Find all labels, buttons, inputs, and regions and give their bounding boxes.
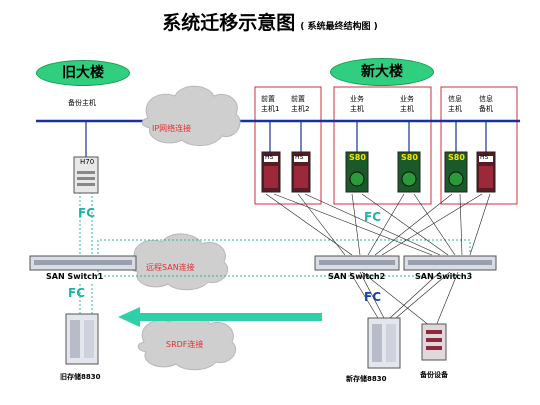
ip-network-cloud xyxy=(141,85,241,146)
business-host-group-box xyxy=(333,86,432,205)
s80-label-3: S80 xyxy=(448,153,465,162)
fc-label-center: FC xyxy=(364,210,382,224)
new-storage-device xyxy=(367,317,401,369)
srdf-arrow xyxy=(118,307,322,327)
s80-label-1: S80 xyxy=(349,153,366,162)
info-host-group-box xyxy=(440,86,518,205)
hs-label-3: HS xyxy=(480,154,489,161)
hs-server-2 xyxy=(291,151,311,193)
srdf-link-label: SRDF连接 xyxy=(166,340,204,349)
s80-server-2 xyxy=(397,151,421,193)
new-storage-label: 新存储8830 xyxy=(346,375,387,383)
old-building-label: 旧大楼 xyxy=(36,60,130,86)
fc-label-bottom: FC xyxy=(364,290,382,304)
old-storage-device xyxy=(65,313,99,365)
diagram-title: 系统迁移示意图 ( 系统最终结构图 ) xyxy=(0,8,540,35)
biz-host2-label: 业务主机 xyxy=(400,95,414,113)
remote-san-dotted-links xyxy=(97,239,471,277)
front-host-group-box xyxy=(254,86,322,205)
fc-label-left-bottom: FC xyxy=(68,286,86,300)
info-backup-label: 信息备机 xyxy=(479,95,493,113)
info-host-label: 信息主机 xyxy=(448,95,462,113)
s80-server-1 xyxy=(345,151,369,193)
fc-label-left-top: FC xyxy=(78,206,96,220)
san-link-label: 远程SAN连接 xyxy=(146,263,195,272)
front-host2-label: 前置主机2 xyxy=(291,95,310,113)
fc-left-links xyxy=(79,192,93,314)
san-switch2-device xyxy=(314,255,400,271)
hs-server-1 xyxy=(261,151,281,193)
san-switch1-device xyxy=(29,255,137,271)
backup-device-label: 备份设备 xyxy=(420,371,448,379)
hs-label-1: HS xyxy=(265,154,274,161)
san-switch3-device xyxy=(403,255,497,271)
ip-link-label: IP网络连接 xyxy=(152,124,192,133)
hs-label-2: HS xyxy=(295,154,304,161)
backup-device xyxy=(421,323,447,361)
h70-label: H70 xyxy=(80,158,95,166)
hs-server-3 xyxy=(476,151,496,193)
new-building-label: 新大楼 xyxy=(330,58,434,86)
s80-label-2: S80 xyxy=(401,153,418,162)
front-host1-label: 前置主机1 xyxy=(261,95,280,113)
san-switch2-label: SAN Switch2 xyxy=(328,272,386,281)
h70-server xyxy=(73,156,99,194)
s80-server-3 xyxy=(444,151,468,193)
fc-cross-links xyxy=(265,193,491,327)
san-switch1-label: SAN Switch1 xyxy=(46,272,104,281)
title-main: 系统迁移示意图 xyxy=(162,12,296,34)
old-storage-label: 旧存储8830 xyxy=(60,373,101,381)
san-switch3-label: SAN Switch3 xyxy=(415,272,473,281)
biz-host1-label: 业务主机 xyxy=(350,95,364,113)
title-sub: ( 系统最终结构图 ) xyxy=(300,22,378,32)
host-drop-lines xyxy=(85,121,487,157)
backup-host-label: 备份主机 xyxy=(68,99,96,107)
